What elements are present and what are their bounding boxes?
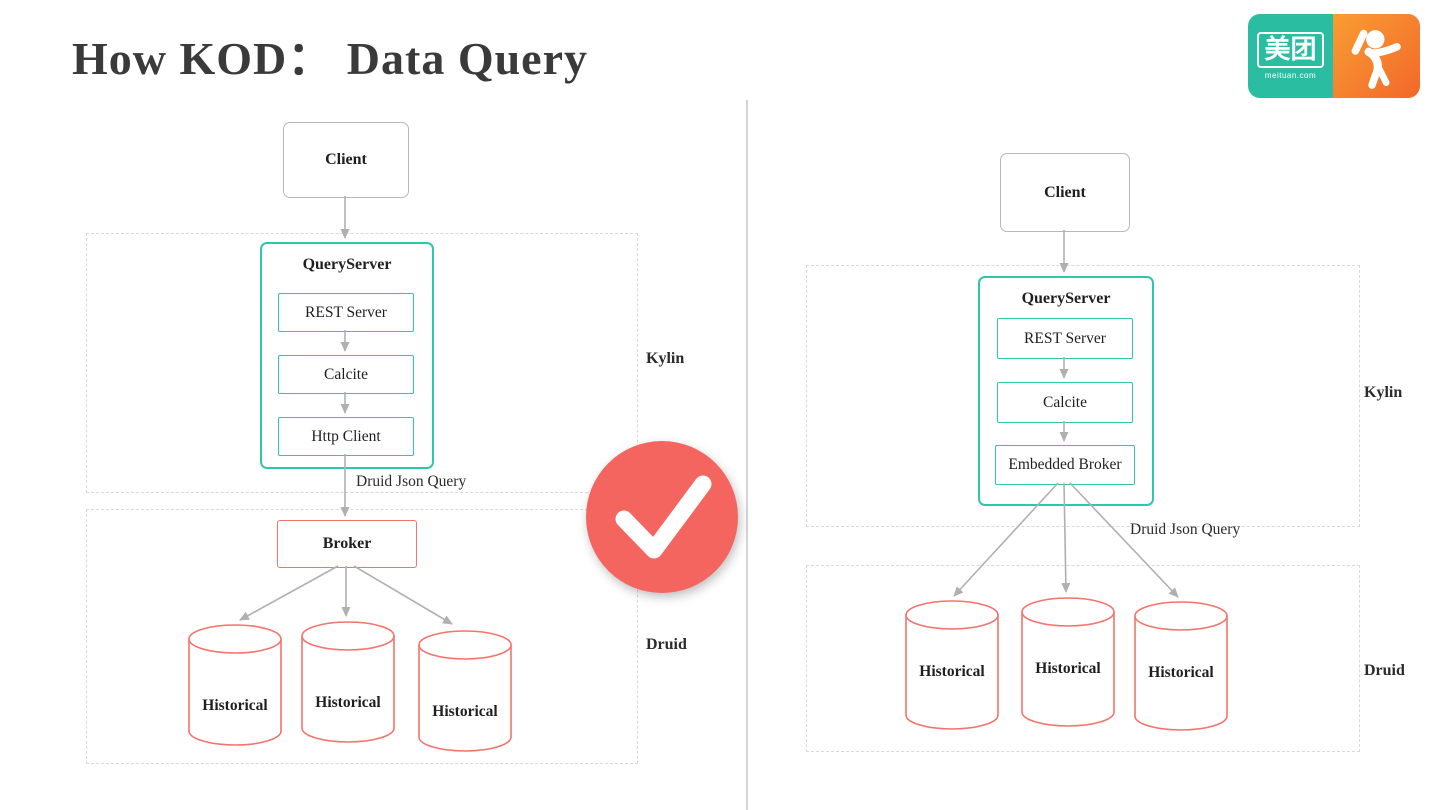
right-client-label: Client — [1044, 183, 1086, 201]
left-http-client-label: Http Client — [311, 427, 381, 445]
meituan-wordmark: 美团 — [1257, 32, 1324, 68]
meituan-logo-mascot-tile — [1333, 14, 1420, 98]
left-calcite-label: Calcite — [324, 365, 368, 383]
right-rest-server-label: REST Server — [1024, 329, 1106, 347]
left-druid-label: Druid — [646, 636, 687, 653]
right-embedded-broker-label: Embedded Broker — [1008, 456, 1122, 473]
right-queryserver-title: QueryServer — [1021, 290, 1111, 307]
left-rest-server-box: REST Server — [278, 293, 414, 332]
right-calcite-box: Calcite — [997, 382, 1133, 423]
left-kylin-label: Kylin — [646, 350, 685, 367]
right-embedded-broker-box: Embedded Broker — [995, 445, 1135, 485]
page-title: How KOD： Data Query — [72, 33, 589, 84]
left-broker-box: Broker — [277, 520, 417, 568]
right-calcite-label: Calcite — [1043, 393, 1087, 411]
right-client-box: Client — [1000, 153, 1130, 232]
right-rest-server-box: REST Server — [997, 318, 1133, 359]
right-edge-label-druid-json-query: Druid Json Query — [1130, 521, 1241, 538]
left-druid-region — [86, 509, 638, 764]
right-druid-label: Druid — [1364, 662, 1405, 679]
left-calcite-box: Calcite — [278, 355, 414, 394]
left-client-label: Client — [325, 151, 367, 168]
left-edge-label-druid-json-query: Druid Json Query — [356, 473, 467, 490]
mascot-icon — [1351, 29, 1401, 89]
right-druid-region — [806, 565, 1360, 752]
left-queryserver-title: QueryServer — [302, 256, 392, 273]
meituan-logo: 美团 meituan.com — [1248, 14, 1420, 98]
meituan-logo-wordmark-tile: 美团 meituan.com — [1248, 14, 1333, 98]
left-rest-server-label: REST Server — [305, 303, 387, 321]
meituan-domain-text: meituan.com — [1264, 71, 1317, 80]
divider-line — [746, 100, 748, 810]
left-http-client-box: Http Client — [278, 417, 414, 456]
left-client-box: Client — [283, 122, 409, 198]
left-broker-label: Broker — [322, 535, 372, 552]
right-kylin-label: Kylin — [1364, 384, 1403, 401]
left-kylin-region — [86, 233, 638, 493]
